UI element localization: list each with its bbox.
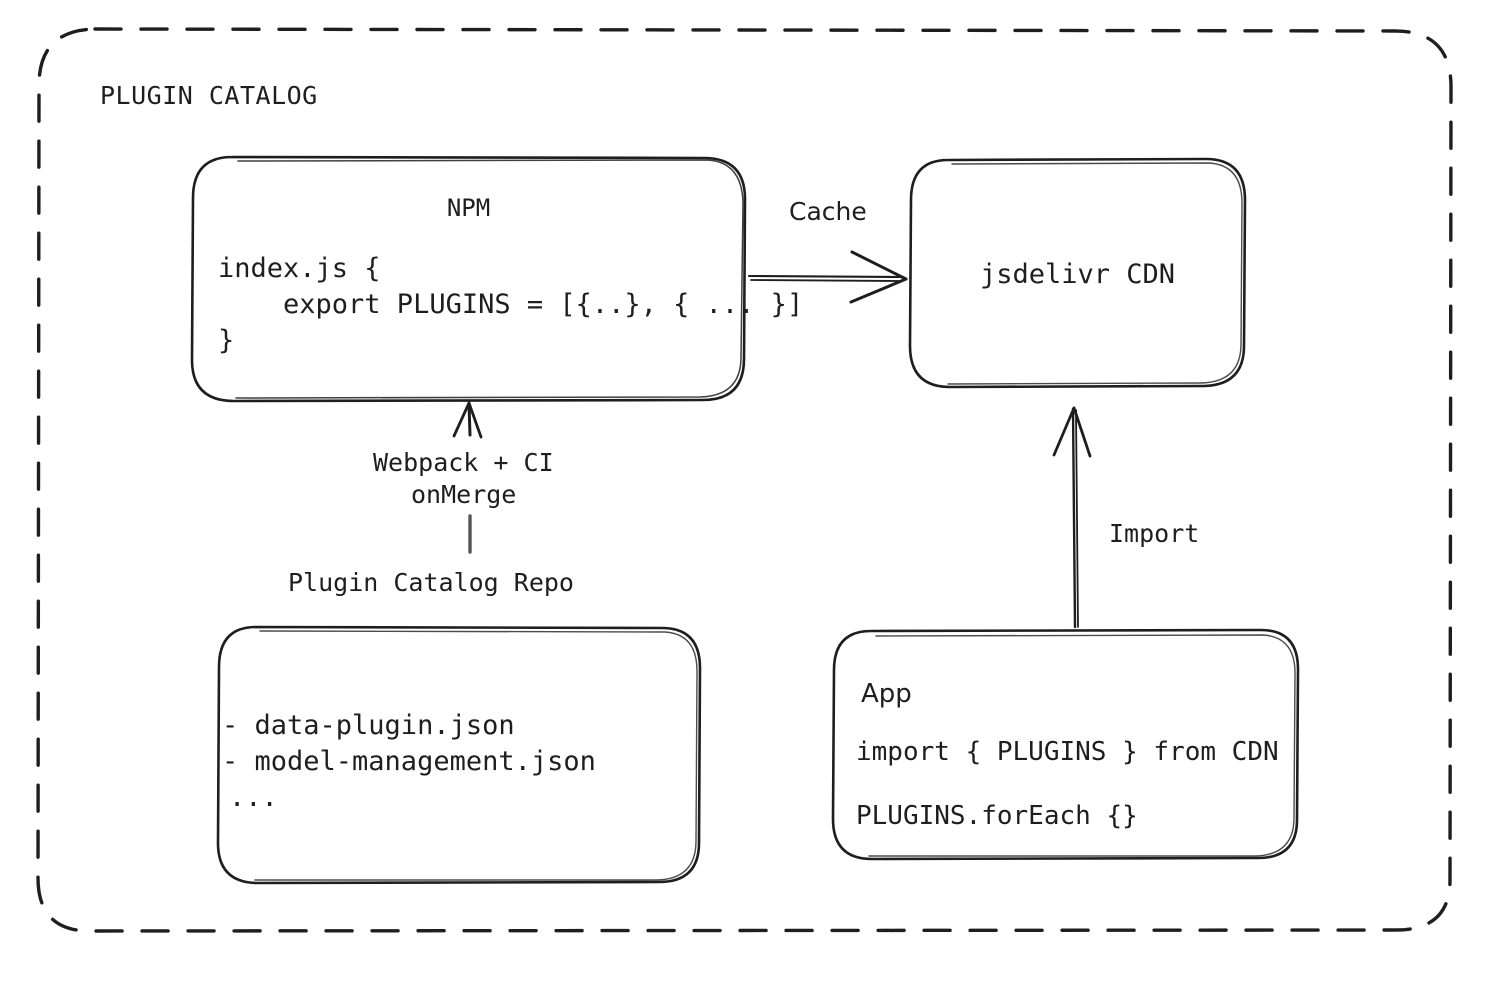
edge-app-to-cdn xyxy=(1052,406,1092,629)
npm-node-code-line-2: export PLUGINS = [{..}, { ... }] xyxy=(218,289,804,320)
repo-node-item-1: - data-plugin.json xyxy=(222,710,515,741)
app-node-code-line-2: PLUGINS.forEach {} xyxy=(856,801,1138,831)
npm-node[interactable] xyxy=(192,157,745,401)
edge-label-onmerge: onMerge xyxy=(411,480,517,509)
cdn-node-title: jsdelivr CDN xyxy=(979,259,1176,290)
cdn-node[interactable] xyxy=(910,159,1245,387)
page-title: PLUGIN CATALOG xyxy=(100,81,318,110)
edge-label-import: Import xyxy=(1109,519,1200,548)
npm-node-code-line-3: } xyxy=(218,325,235,356)
app-node-code-line-1: import { PLUGINS } from CDN xyxy=(856,737,1279,767)
npm-node-title: NPM xyxy=(446,194,491,222)
repo-node-item-3: ... xyxy=(229,782,278,813)
repo-node-label: Plugin Catalog Repo xyxy=(288,568,574,597)
npm-node-code-line-1: index.js { xyxy=(218,253,381,284)
app-node-title: App xyxy=(861,679,912,709)
repo-node-item-2: - model-management.json xyxy=(222,746,596,777)
repo-node[interactable] xyxy=(218,627,700,883)
edge-label-cache: Cache xyxy=(789,197,867,226)
edge-label-webpack-ci: Webpack + CI xyxy=(373,448,554,477)
app-node[interactable] xyxy=(833,630,1298,859)
